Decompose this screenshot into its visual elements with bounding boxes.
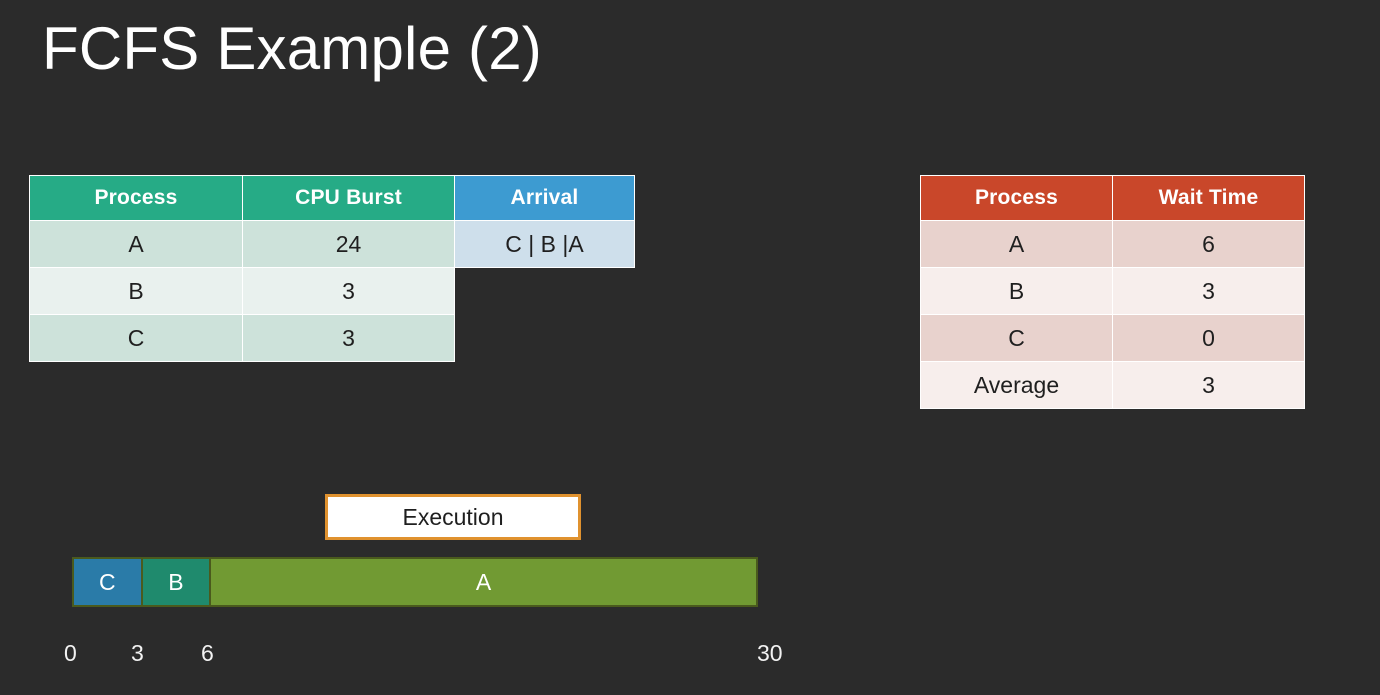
wait-cell-time-a: 6 <box>1112 220 1305 268</box>
table-row: A 6 <box>920 220 1305 268</box>
wait-time-table: Process Wait Time A 6 B 3 C 0 Average 3 <box>920 175 1305 409</box>
gantt-tick-6: 6 <box>201 640 214 666</box>
wait-cell-process-average: Average <box>920 361 1113 409</box>
gantt-segment-c: C <box>74 559 143 605</box>
gantt-tick-0: 0 <box>64 640 77 666</box>
burst-cell-burst-b: 3 <box>242 267 455 315</box>
gantt-segment-c-label: C <box>98 568 116 595</box>
table-row: B 3 <box>29 267 635 315</box>
wait-cell-time-b: 3 <box>1112 267 1305 315</box>
gantt-segment-b: B <box>142 559 212 605</box>
table-row: C 3 <box>29 314 635 362</box>
gantt-segment-a: A <box>211 559 756 605</box>
wait-table-header-row: Process Wait Time <box>920 175 1305 221</box>
burst-cell-arrival-empty-1 <box>455 268 635 315</box>
burst-header-arrival: Arrival <box>454 175 635 221</box>
wait-cell-process-b: B <box>920 267 1113 315</box>
table-row: A 24 C | B |A <box>29 220 635 268</box>
execution-legend-box: Execution <box>325 494 581 540</box>
wait-header-process: Process <box>920 175 1113 221</box>
burst-header-cpu-burst: CPU Burst <box>242 175 455 221</box>
gantt-chart: C B A <box>72 557 758 607</box>
table-row: Average 3 <box>920 361 1305 409</box>
execution-legend-label: Execution <box>402 503 504 530</box>
gantt-tick-3: 3 <box>131 640 144 666</box>
page-title: FCFS Example (2) <box>42 15 542 82</box>
wait-header-wait-time: Wait Time <box>1112 175 1305 221</box>
wait-cell-process-a: A <box>920 220 1113 268</box>
process-burst-table: Process CPU Burst Arrival A 24 C | B |A … <box>29 175 635 362</box>
gantt-tick-30: 30 <box>757 640 783 666</box>
burst-table-header-row: Process CPU Burst Arrival <box>29 175 635 221</box>
burst-cell-process-a: A <box>29 220 243 268</box>
wait-cell-time-c: 0 <box>1112 314 1305 362</box>
burst-cell-burst-a: 24 <box>242 220 455 268</box>
burst-cell-burst-c: 3 <box>242 314 455 362</box>
wait-cell-process-c: C <box>920 314 1113 362</box>
gantt-segment-a-label: A <box>475 568 492 595</box>
table-row: B 3 <box>920 267 1305 315</box>
burst-cell-arrival-empty-2 <box>455 315 635 362</box>
burst-cell-process-c: C <box>29 314 243 362</box>
wait-cell-time-average: 3 <box>1112 361 1305 409</box>
table-row: C 0 <box>920 314 1305 362</box>
burst-cell-arrival-order: C | B |A <box>454 220 635 268</box>
burst-header-process: Process <box>29 175 243 221</box>
gantt-segment-b-label: B <box>168 568 184 595</box>
burst-cell-process-b: B <box>29 267 243 315</box>
